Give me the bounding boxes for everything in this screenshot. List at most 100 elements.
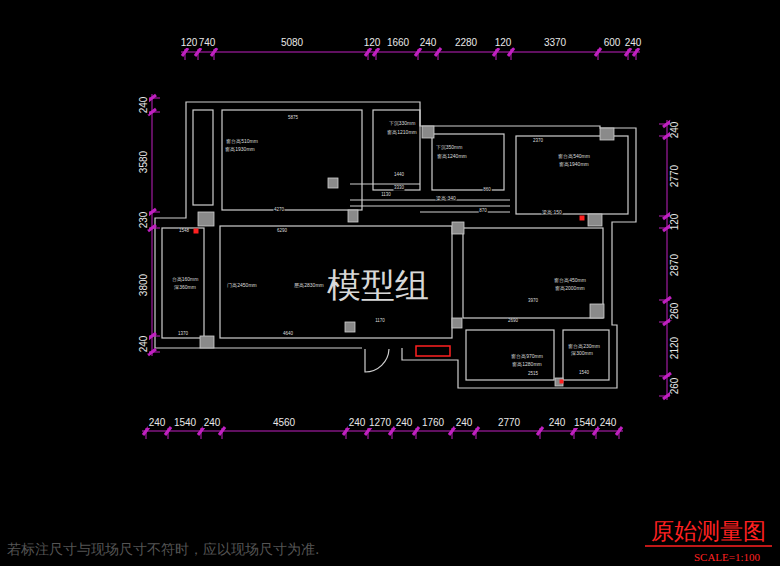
inner-dimension: 1440 [393, 173, 404, 178]
room-note: 台高160mm [171, 277, 199, 282]
dimension-label: 1760 [421, 418, 445, 428]
dimension-slash [473, 427, 479, 435]
room-note: 窗台高510mm [226, 139, 259, 144]
dimension-slash [493, 48, 499, 56]
column [328, 178, 338, 188]
dimension-slash [625, 48, 631, 56]
room-note: 窗台高970mm [511, 354, 544, 359]
dimension-label: 240 [670, 121, 680, 140]
column [422, 126, 434, 138]
dimension-label: 1540 [573, 418, 597, 428]
meter-box [416, 346, 450, 356]
dimension-label: 240 [348, 418, 367, 428]
dimension-slash [633, 48, 639, 56]
dimension-label: 230 [139, 211, 149, 230]
dimension-slash [593, 427, 599, 435]
column [452, 318, 462, 328]
dimension-label: 240 [139, 335, 149, 354]
inner-dimension: 3970 [527, 299, 538, 304]
dimension-slash [148, 95, 156, 101]
dimension-slash [148, 349, 156, 355]
column [345, 322, 355, 332]
dimension-line [142, 431, 623, 432]
dimension-label: 1540 [173, 418, 197, 428]
inner-dimension: 2370 [532, 139, 543, 144]
dimension-label: 260 [670, 377, 680, 396]
dimension-slash [143, 427, 149, 435]
dimension-slash [373, 48, 379, 56]
inner-dimension: 1130 [381, 193, 392, 198]
dimension-label: 240 [148, 418, 167, 428]
dimension-slash [508, 48, 514, 56]
dimension-label: 240 [455, 418, 474, 428]
inner-dimension: 860 [483, 188, 492, 193]
dimension-label: 240 [548, 418, 567, 428]
dimension-slash [148, 209, 156, 215]
dimension-slash [435, 48, 441, 56]
outer-wall [155, 102, 636, 388]
dimension-label: 120 [363, 38, 382, 48]
dimension-label: 600 [603, 38, 622, 48]
room-note: 窗高1940mm [559, 162, 589, 167]
room-note: 窗台高540mm [558, 154, 591, 159]
dimension-slash [413, 427, 419, 435]
column [200, 336, 214, 348]
room-note: 层高2830mm [294, 283, 324, 288]
title-underline [645, 545, 772, 547]
dimension-slash [389, 427, 395, 435]
room-note: 窗台高450mm [554, 278, 587, 283]
dimension-label: 240 [203, 418, 222, 428]
room-note: 梁高:340 [436, 196, 457, 201]
room-note: 深300mm [571, 351, 594, 356]
dimension-slash [148, 333, 156, 339]
column [555, 378, 563, 386]
room-note: 梁高:150 [542, 210, 563, 215]
dimension-slash [616, 427, 622, 435]
room-wall [432, 134, 504, 190]
dimension-label: 240 [624, 38, 643, 48]
inner-dimension: 3330 [393, 186, 404, 191]
room-note: 窗高1240mm [437, 154, 467, 159]
dimension-slash [537, 427, 543, 435]
dimension-slash [198, 427, 204, 435]
room-wall [220, 226, 452, 338]
dimension-slash [595, 48, 601, 56]
dimension-label: 3580 [139, 150, 149, 174]
room-note: 下沉330mm [388, 121, 416, 126]
column [452, 222, 464, 234]
red-marker [580, 216, 584, 220]
room-note: 下沉350mm [435, 145, 463, 150]
dimension-slash [365, 48, 371, 56]
dimension-label: 260 [670, 302, 680, 321]
room-note: 窗高2000mm [555, 286, 585, 291]
dimension-slash [165, 427, 171, 435]
column [600, 128, 614, 140]
watermark: 模型组 [326, 268, 430, 302]
dimension-label: 240 [599, 418, 618, 428]
column [588, 214, 602, 226]
dimension-label: 2120 [670, 336, 680, 360]
column [590, 304, 604, 318]
dimension-slash [219, 427, 225, 435]
dimension-label: 3370 [543, 38, 567, 48]
dimension-label: 2770 [670, 164, 680, 188]
dimension-slash [148, 225, 156, 231]
dimension-label: 240 [419, 38, 438, 48]
dimension-slash [211, 48, 217, 56]
inner-dimension: 1540 [578, 371, 589, 376]
dimension-slash [148, 109, 156, 115]
room-note: 窗高1280mm [512, 362, 542, 367]
scale-label: SCALE=1:100 [693, 552, 761, 563]
dimension-line [152, 94, 153, 356]
dimension-label: 1270 [368, 418, 392, 428]
inner-dimension: 4640 [282, 332, 293, 337]
inner-dimension: 6290 [276, 229, 287, 234]
room-wall [463, 228, 603, 318]
dimension-slash [343, 427, 349, 435]
dimension-label: 1660 [386, 38, 410, 48]
column [348, 210, 358, 222]
room-wall [222, 110, 362, 210]
dimension-label: 120 [180, 38, 199, 48]
dimension-label: 2870 [670, 253, 680, 277]
